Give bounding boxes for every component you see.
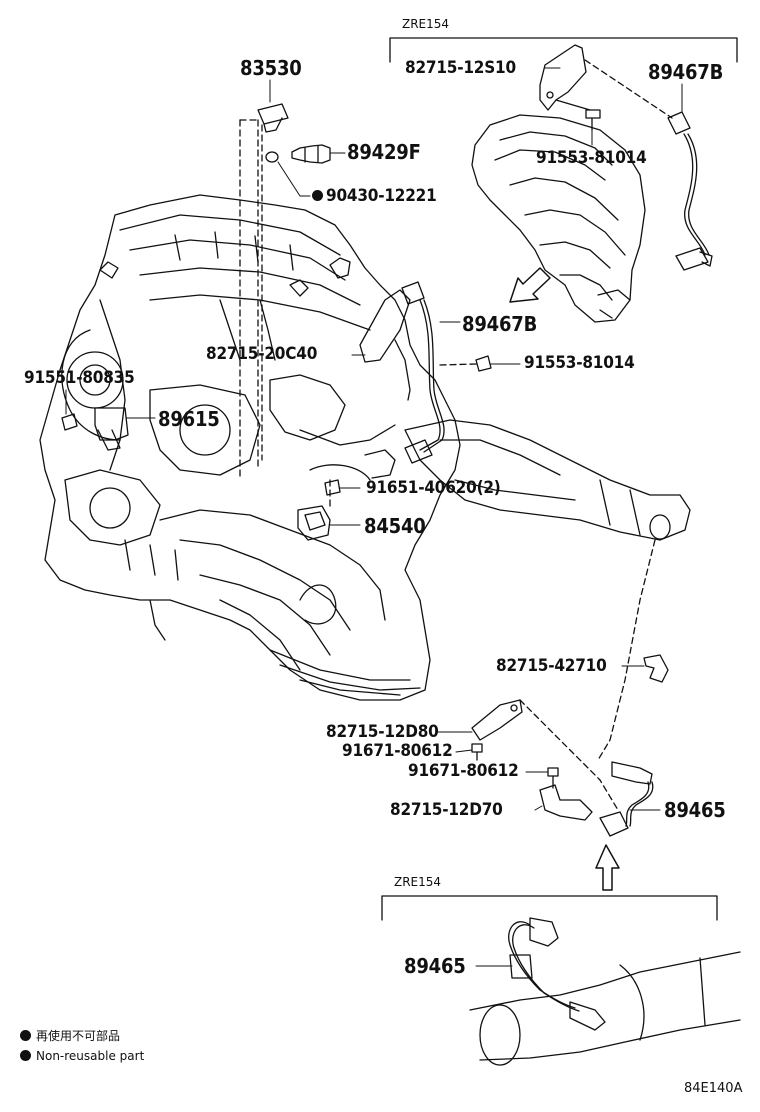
part-82715-42710[interactable]: 82715-42710 <box>496 656 607 676</box>
legend-en: Non-reusable part <box>20 1050 144 1062</box>
direction-arrow-top <box>509 267 551 303</box>
dashed-guides <box>239 119 656 811</box>
clamp-82715-42710 <box>643 654 669 683</box>
legend-dot-icon <box>20 1030 31 1041</box>
part-89429f[interactable]: 89429F <box>347 140 421 164</box>
bolt-91551 <box>61 413 78 431</box>
bolt-91553-mid <box>475 355 492 372</box>
zre154-bottom-bracket <box>381 895 718 921</box>
part-89465-b[interactable]: 89465 <box>404 954 466 978</box>
part-89467b-mid[interactable]: 89467B <box>462 312 538 336</box>
bolt-91651 <box>324 479 341 496</box>
part-89467b-top[interactable]: 89467B <box>648 60 724 84</box>
sensor-84540 <box>297 505 331 541</box>
part-84540[interactable]: 84540 <box>364 514 426 538</box>
gasket-90430 <box>265 151 279 163</box>
bottom-exhaust-drawing <box>469 951 741 1066</box>
non-reusable-dot-icon <box>312 190 323 201</box>
sensor-89467b-mid <box>401 281 445 464</box>
bracket-82715-12d80 <box>471 699 523 741</box>
bolt-91671-a <box>471 743 483 761</box>
legend-jp: 再使用不可部品 <box>20 1030 120 1042</box>
part-90430-row[interactable]: 90430-12221 <box>312 188 437 205</box>
zre154-top-bracket <box>389 37 738 63</box>
part-91551[interactable]: 91551-80835 <box>24 368 135 388</box>
sensor-89467b-top <box>667 111 713 271</box>
part-91553-mid[interactable]: 91553-81014 <box>524 353 635 373</box>
bracket-82715-12d70 <box>539 784 593 821</box>
engine-block-drawing <box>39 194 461 701</box>
part-89465-a[interactable]: 89465 <box>664 798 726 822</box>
bolt-91553-top <box>585 109 601 131</box>
oil-pressure-switch-83530 <box>257 103 289 133</box>
leader-lines <box>65 67 683 967</box>
catalytic-converter-drawing <box>404 419 691 541</box>
knock-sensor-89615 <box>94 407 129 451</box>
part-82715-12d80[interactable]: 82715-12D80 <box>326 722 439 742</box>
bracket-82715-12s10 <box>539 44 591 111</box>
part-91553-top[interactable]: 91553-81014 <box>536 148 647 168</box>
sensor-89465-bottom <box>508 917 606 1031</box>
part-82715-12s10[interactable]: 82715-12S10 <box>405 58 516 78</box>
part-89615[interactable]: 89615 <box>158 407 220 431</box>
figure-code: 84E140A <box>684 1081 743 1096</box>
legend-dot-icon <box>20 1050 31 1061</box>
part-91651[interactable]: 91651-40620(2) <box>366 478 501 498</box>
direction-arrow-bottom <box>595 844 620 891</box>
part-82715-20c40[interactable]: 82715-20C40 <box>206 344 318 364</box>
group-label-top: ZRE154 <box>402 17 450 31</box>
part-91671-a[interactable]: 91671-80612 <box>342 741 453 761</box>
group-label-bottom: ZRE154 <box>394 875 442 889</box>
sensor-89465-lower <box>599 761 654 837</box>
part-91671-b[interactable]: 91671-80612 <box>408 761 519 781</box>
part-82715-12d70[interactable]: 82715-12D70 <box>390 800 503 820</box>
bracket-82715-20c40 <box>359 289 411 401</box>
part-90430: 90430-12221 <box>326 186 437 206</box>
exhaust-manifold-drawing <box>471 114 646 323</box>
part-83530[interactable]: 83530 <box>240 56 302 80</box>
sensor-89429f <box>291 144 331 164</box>
